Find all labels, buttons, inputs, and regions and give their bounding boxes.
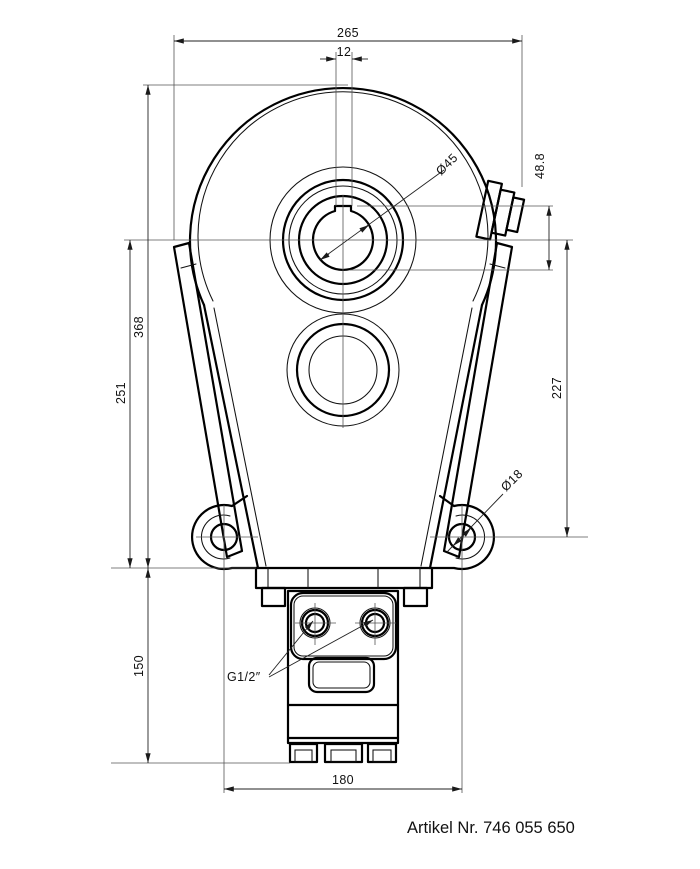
- label-ear-hole: Ø18: [446, 467, 526, 553]
- article-number: Artikel Nr. 746 055 650: [407, 819, 575, 837]
- pump-feet: [288, 742, 398, 764]
- dim-keyway-width: 12: [320, 45, 368, 206]
- dim-label-bore-keyway: 48.8: [533, 153, 547, 179]
- dim-ear-spacing: 180: [223, 570, 463, 793]
- housing-outline: [188, 86, 498, 570]
- dim-label-center-to-base: 251: [114, 382, 128, 404]
- left-side-bracket: [172, 241, 244, 559]
- dim-label-center-to-ear: 227: [550, 377, 564, 399]
- right-side-bracket: [442, 241, 514, 559]
- dim-bore-keyway: 48.8: [350, 153, 553, 271]
- dim-label-overall-height: 368: [132, 316, 146, 338]
- breather-plug: [475, 179, 526, 241]
- base-flange: [254, 566, 434, 608]
- left-port: [295, 603, 336, 645]
- dim-center-to-ear: 227: [550, 239, 570, 537]
- label-ear-hole-text: Ø18: [498, 467, 525, 494]
- pump-assembly: [286, 589, 400, 764]
- dim-overall-width: 265: [173, 26, 523, 240]
- dim-label-keyway-width: 12: [337, 45, 352, 59]
- right-mounting-ear: [430, 494, 588, 571]
- dim-overall-height: 368: [111, 84, 348, 569]
- dim-center-to-base: 251: [114, 239, 133, 568]
- centerlines: [124, 195, 573, 428]
- right-port: [355, 603, 396, 645]
- dim-label-ear-spacing: 180: [332, 773, 354, 787]
- label-ports: G1/2″: [227, 619, 374, 684]
- dim-base-to-pump: 150: [111, 567, 290, 764]
- label-ports-text: G1/2″: [227, 670, 261, 684]
- label-shaft-bore-text: Ø45: [433, 151, 460, 178]
- dim-label-base-to-pump: 150: [132, 655, 146, 677]
- left-mounting-ear: [191, 494, 259, 571]
- dim-label-overall-width: 265: [337, 26, 359, 40]
